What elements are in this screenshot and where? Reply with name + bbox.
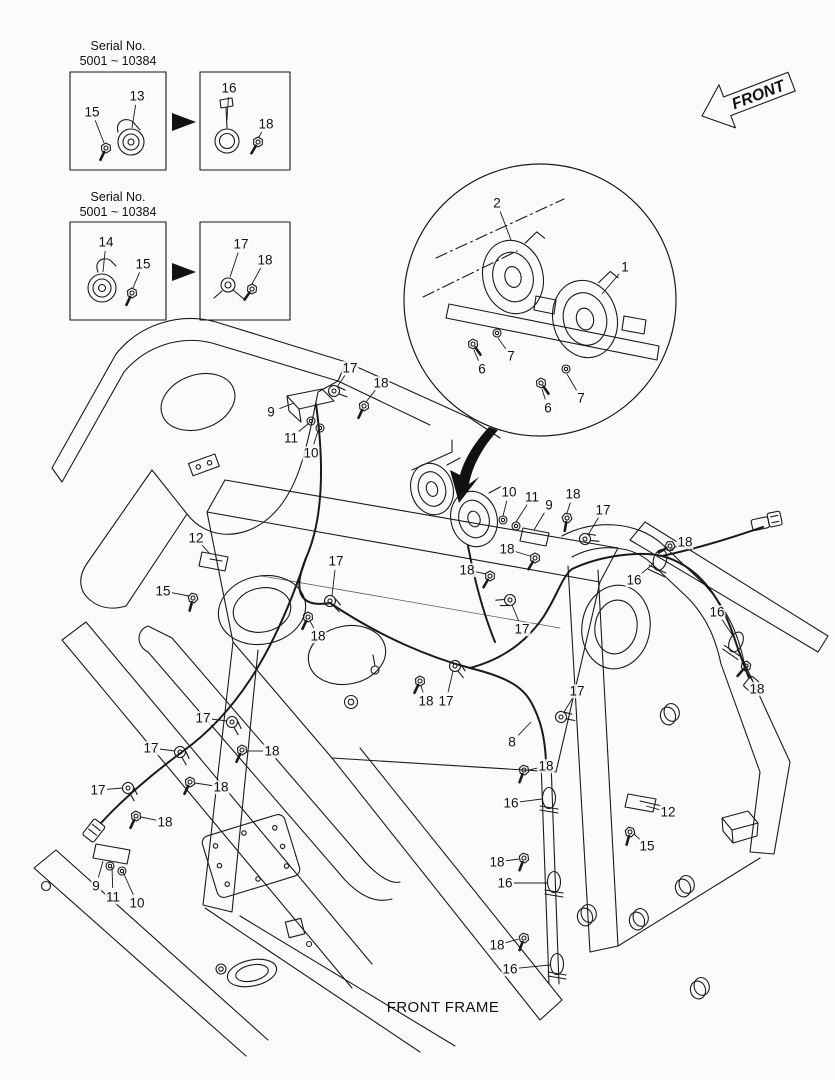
- bracket-left-mid: [183, 551, 229, 614]
- bracket-upper: [286, 388, 335, 433]
- inset-box-bracket-16: [199, 71, 291, 171]
- horn-pair-main: [404, 439, 503, 548]
- front-direction-arrow: FRONT: [701, 71, 796, 129]
- wiring-harness: [100, 403, 764, 824]
- cover-plate: [201, 814, 301, 898]
- arrow-right-icon: [172, 113, 196, 131]
- bracket-mid-horns: [498, 515, 550, 547]
- serial-note-2: Serial No. 5001 ~ 10384: [80, 190, 157, 220]
- serial-note-line: Serial No.: [90, 190, 146, 204]
- front-arrow-label: FRONT: [730, 77, 789, 113]
- diagram-caption: FRONT FRAME: [386, 999, 500, 1016]
- right-lift-arm: [561, 524, 791, 855]
- serial-note-1: Serial No. 5001 ~ 10384: [80, 39, 157, 69]
- detail-pointer-arrow: [450, 427, 498, 503]
- bracket-lower-left: [92, 843, 131, 876]
- horn-detail-circle: [403, 163, 677, 437]
- arrow-right-icon: [172, 263, 196, 281]
- frame-top-plate: [202, 361, 619, 1053]
- bracket-right-mid: [620, 793, 663, 848]
- right-frame-rail: [567, 521, 829, 953]
- harness-connector-right: [750, 510, 783, 532]
- horn-2: [481, 231, 546, 315]
- serial-note-range: 5001 ~ 10384: [79, 54, 157, 68]
- horn-1: [551, 270, 619, 359]
- serial-note-line: Serial No.: [90, 39, 146, 53]
- leader-lines: [94, 96, 753, 969]
- serial-note-range: 5001 ~ 10384: [79, 205, 157, 219]
- inset-box-horn-13: [69, 71, 167, 171]
- inset-box-clamp-17: [199, 221, 291, 321]
- inset-box-horn-14: [69, 221, 167, 321]
- oval-opening: [215, 917, 313, 988]
- left-lift-arm: [51, 318, 347, 609]
- harness-connector-left: [82, 818, 106, 843]
